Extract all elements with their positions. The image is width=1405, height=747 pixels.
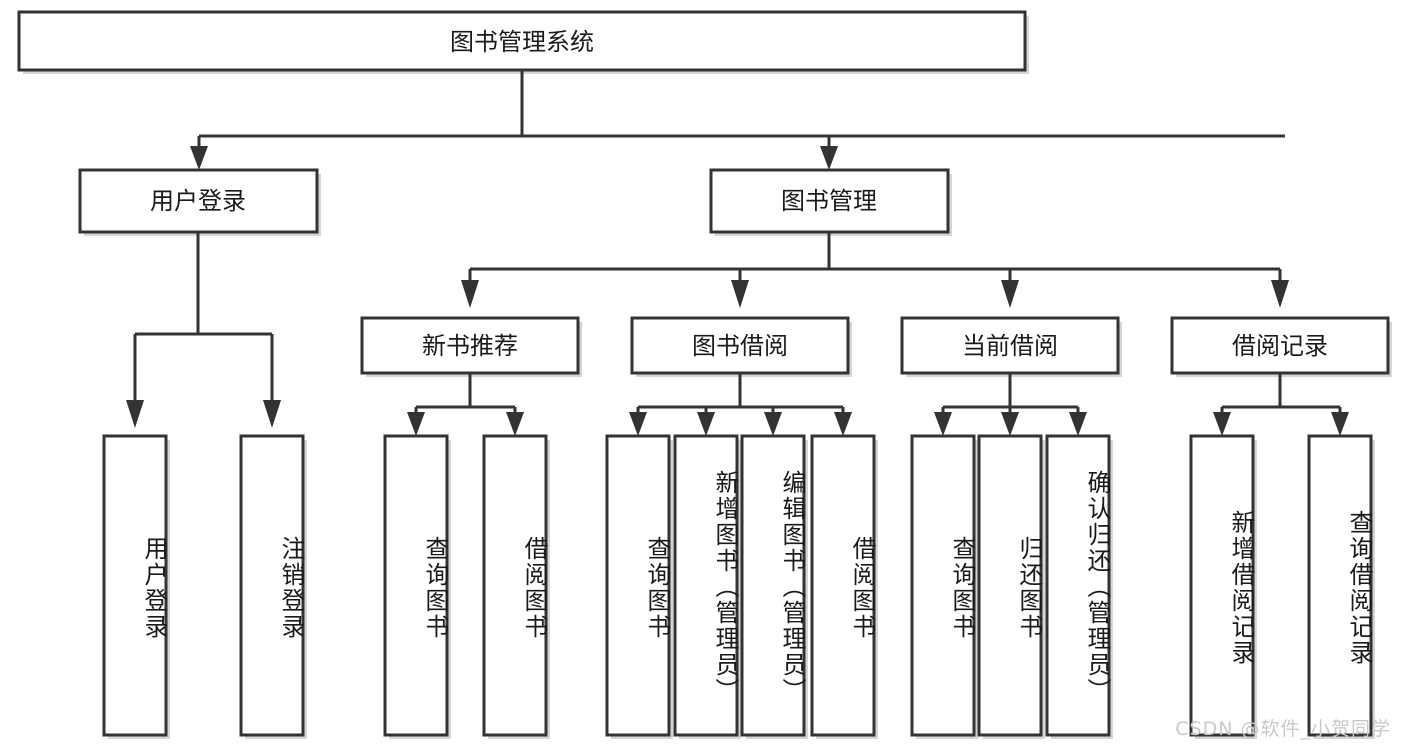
node-new-book[interactable]: 新书推荐 (360, 316, 582, 377)
leaf-query-book-3-box[interactable] (910, 434, 976, 737)
leaf-edit-book-box[interactable] (740, 434, 806, 737)
arrow-to-leaf-add-book (697, 412, 715, 436)
node-book-borrow[interactable]: 图书借阅 (630, 316, 852, 377)
node-book-manage[interactable]: 图书管理 (709, 168, 952, 236)
node-user-login[interactable]: 用户登录 (78, 168, 321, 236)
leaf-user-login-box[interactable] (102, 434, 168, 737)
root-label: 图书管理系统 (450, 28, 594, 56)
connector-currentborrow-to-leaves (934, 373, 1087, 436)
node-current-borrow[interactable]: 当前借阅 (900, 316, 1122, 377)
arrow-to-book-manage (820, 146, 838, 170)
leaf-node-borrow-book-2[interactable] (810, 434, 878, 739)
leaf-node-edit-book[interactable] (740, 434, 808, 739)
connector-bookborrow-to-leaves (629, 373, 852, 436)
leaf-query-book-2-box[interactable] (605, 434, 671, 737)
leaf-node-add-book[interactable] (673, 434, 741, 739)
arrow-to-user-login (190, 146, 208, 170)
root-box[interactable] (17, 10, 1027, 72)
leaf-node-borrow-book-1[interactable] (482, 434, 550, 739)
node-borrow-record[interactable]: 借阅记录 (1170, 316, 1392, 377)
connector-borrowrecord-to-leaves (1213, 373, 1349, 436)
arrow-to-current-borrow (1001, 280, 1019, 308)
node-root[interactable]: 图书管理系统 (17, 10, 1029, 74)
new-book-label: 新书推荐 (422, 332, 518, 360)
leaf-add-book-box[interactable] (673, 434, 739, 737)
leaf-logout-box[interactable] (239, 434, 305, 737)
current-borrow-box[interactable] (900, 316, 1120, 375)
user-login-box[interactable] (78, 168, 319, 234)
user-login-label: 用户登录 (150, 187, 246, 215)
leaf-node-query-book-3[interactable] (910, 434, 978, 739)
arrow-to-leaf-query-book-1 (407, 412, 425, 436)
arrow-to-book-borrow (731, 280, 749, 308)
arrow-to-leaf-query-book-3 (934, 412, 952, 436)
watermark-text: CSDN @软件_小贺同学 (1175, 718, 1391, 740)
arrow-to-leaf-confirm-return (1069, 412, 1087, 436)
arrow-to-new-book (461, 280, 479, 308)
leaf-add-record-box[interactable] (1189, 434, 1255, 737)
connector-root-to-level2 (190, 70, 1285, 170)
connector-userlogin-to-leaves (126, 232, 281, 428)
book-borrow-label: 图书借阅 (692, 332, 788, 360)
leaf-confirm-return-box[interactable] (1045, 434, 1111, 737)
borrow-record-label: 借阅记录 (1232, 332, 1328, 360)
leaf-query-record-box[interactable] (1307, 434, 1373, 737)
new-book-box[interactable] (360, 316, 580, 375)
leaf-borrow-book-2-box[interactable] (810, 434, 876, 737)
arrow-to-leaf-logout (263, 400, 281, 428)
leaf-return-book-box[interactable] (977, 434, 1043, 737)
leaf-node-query-book-2[interactable] (605, 434, 673, 739)
arrow-to-leaf-borrow-book-1 (506, 412, 524, 436)
borrow-record-box[interactable] (1170, 316, 1390, 375)
leaf-node-query-book-1[interactable] (383, 434, 451, 739)
arrow-to-leaf-query-book-2 (629, 412, 647, 436)
leaf-borrow-book-1-box[interactable] (482, 434, 548, 737)
arrow-to-leaf-edit-book (764, 412, 782, 436)
leaf-node-confirm-return[interactable] (1045, 434, 1113, 739)
arrow-to-leaf-add-record (1213, 412, 1231, 436)
connector-bookmanage-to-level3 (461, 232, 1289, 308)
leaf-node-user-login[interactable] (102, 434, 170, 739)
connector-newbook-to-leaves (407, 373, 524, 436)
arrow-to-leaf-user-login (126, 400, 144, 428)
arrow-to-leaf-query-record (1331, 412, 1349, 436)
leaf-node-query-record[interactable] (1307, 434, 1375, 739)
leaf-query-book-1-box[interactable] (383, 434, 449, 737)
leaf-node-logout[interactable] (239, 434, 307, 739)
leaf-node-return-book[interactable] (977, 434, 1045, 739)
arrow-to-borrow-record (1271, 280, 1289, 308)
book-manage-label: 图书管理 (781, 187, 877, 215)
arrow-to-leaf-return-book (1001, 412, 1019, 436)
leaf-node-add-record[interactable] (1189, 434, 1257, 739)
arrow-to-leaf-borrow-book-2 (834, 412, 852, 436)
current-borrow-label: 当前借阅 (962, 332, 1058, 360)
